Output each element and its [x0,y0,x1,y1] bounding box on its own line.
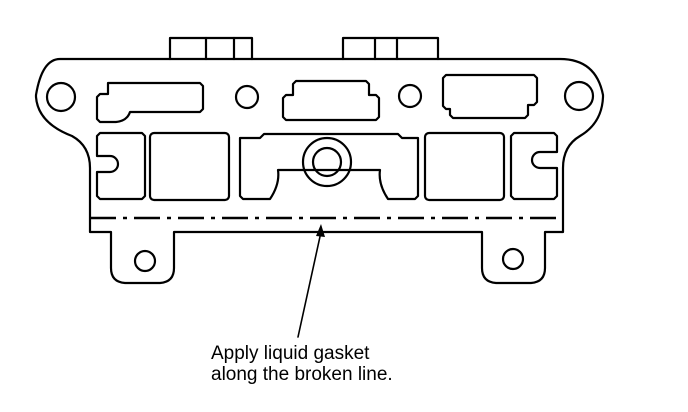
hole-mid-right [397,83,423,109]
port-top-center [281,79,381,122]
hole-top-right [563,80,595,112]
chamber-center [238,132,420,201]
top-tab-left [168,36,254,61]
hole-top-left [45,81,77,113]
chamber-left [148,131,231,202]
top-tab-right [341,36,440,61]
arrow-icon [297,224,325,338]
hole-bottom-left [133,249,157,273]
plate-outline [34,57,605,285]
hole-bottom-right [501,247,525,271]
port-top-left [95,81,205,124]
chamber-right [423,131,506,202]
caption: Apply liquid gasket along the broken lin… [211,343,393,385]
chamber-left-slot [95,131,147,201]
caption-line-1: Apply liquid gasket [211,343,370,364]
hole-mid-left [234,84,260,110]
chamber-right-slot [509,131,559,201]
center-boss-outer [301,136,353,188]
caption-line-2: along the broken line. [211,364,393,385]
center-boss-inner [311,146,343,178]
port-top-right [441,73,539,120]
